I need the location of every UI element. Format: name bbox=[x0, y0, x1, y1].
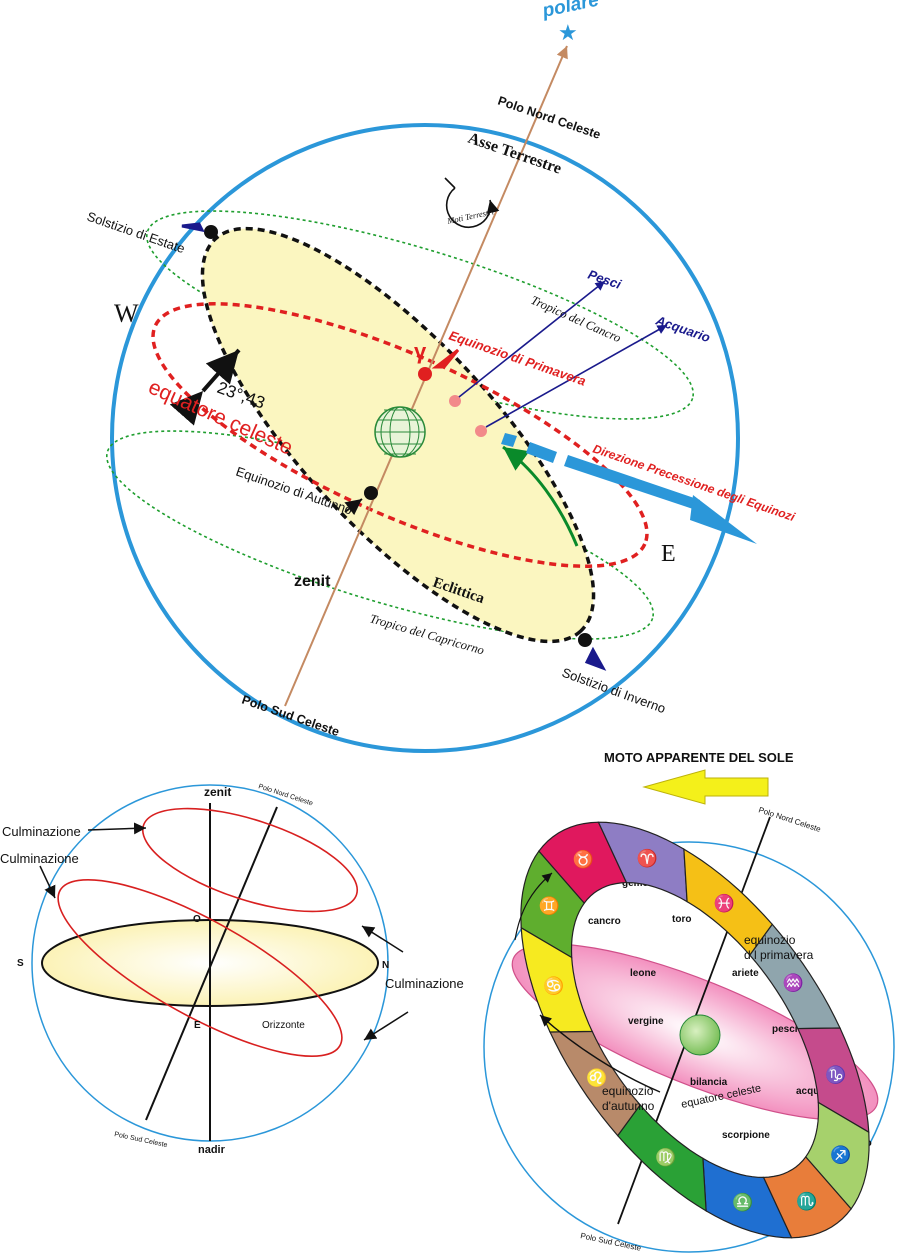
right-spring-equinox-label: equinozio d l primavera bbox=[744, 933, 814, 962]
zodiac-ring: ♊gemelli♉toro♈ariete♓pesci♒acquario♑capr… bbox=[520, 821, 872, 1239]
zodiac-symbol-sagittario-icon: ♐ bbox=[830, 1144, 851, 1164]
horizon-label: Orizzonte bbox=[262, 1020, 305, 1031]
zodiac-label-bilancia: bilancia bbox=[690, 1077, 728, 1088]
polar-axis-line bbox=[145, 806, 278, 1121]
culmination-label-3: Culminazione bbox=[385, 976, 464, 991]
polaris-label: polare bbox=[540, 0, 602, 22]
pesci-label: Pesci bbox=[586, 267, 623, 292]
zodiac-symbol-cancro-icon: ♋ bbox=[543, 976, 564, 996]
nadir-label: nadir bbox=[198, 1144, 226, 1156]
sun-motion-arrow-icon bbox=[642, 769, 769, 805]
rotation-arrow-left bbox=[539, 1014, 661, 1093]
polaris-star-icon: ★ bbox=[558, 20, 578, 45]
obliquity-angle-arrow bbox=[169, 348, 241, 426]
zodiac-label-pesci: pesci bbox=[772, 1024, 798, 1035]
solstice-winter-pointer-icon bbox=[584, 646, 607, 671]
rotation-arrow-icon bbox=[444, 177, 456, 189]
east-label: E bbox=[661, 541, 676, 567]
culmination-circle-lower bbox=[57, 878, 343, 1058]
precession-green-arrow bbox=[502, 445, 579, 547]
north-point-label: N bbox=[382, 960, 389, 971]
zenit-label: zenit bbox=[294, 573, 331, 590]
earth-motion-label: Moti Terrestri bbox=[445, 206, 495, 226]
pesci-direction-line bbox=[458, 280, 606, 398]
east-point-label: E bbox=[194, 1020, 201, 1031]
zodiac-symbol-pesci-icon: ♓ bbox=[714, 893, 735, 913]
tropic-of-capricorn-label: Tropico del Capricorno bbox=[368, 611, 486, 657]
right-spring-equinox-line1: equinozio bbox=[744, 933, 796, 947]
zodiac-sphere-outline bbox=[483, 841, 895, 1253]
left-zenit-label: zenit bbox=[204, 785, 231, 799]
spring-equinox-pointer-icon bbox=[431, 348, 460, 369]
zodiac-symbol-scorpione-icon: ♏ bbox=[796, 1191, 817, 1211]
south-celestial-pole-label: Polo Sud Celeste bbox=[240, 693, 341, 739]
earth-globe bbox=[374, 406, 426, 458]
culmination-label-1: Culminazione bbox=[2, 824, 81, 839]
rotation-arrow-icon bbox=[445, 187, 500, 229]
zodiac-symbol-bilancia-icon: ♎ bbox=[732, 1192, 753, 1212]
acquario-direction-line bbox=[485, 324, 668, 428]
main-sphere-outline bbox=[110, 123, 740, 753]
zodiac-symbol-toro-icon: ♉ bbox=[573, 849, 594, 869]
right-north-pole-label: Polo Nord Celeste bbox=[757, 805, 822, 834]
sun-apparent-motion-title: MOTO APPARENTE DEL SOLE bbox=[604, 750, 794, 765]
main-sphere-group: ★ bbox=[105, 20, 757, 753]
zodiac-segment-cancro bbox=[520, 926, 594, 1033]
culmination-arrow-3 bbox=[361, 925, 404, 953]
culmination-label-2: Culminazione bbox=[0, 851, 79, 866]
rotation-arrow-top bbox=[514, 872, 553, 941]
zodiac-label-scorpione: scorpione bbox=[722, 1130, 770, 1141]
zodiac-sphere-group: ♊gemelli♉toro♈ariete♓pesci♒acquario♑capr… bbox=[483, 816, 895, 1253]
spring-equinox-point bbox=[418, 367, 432, 381]
solstice-summer-pointer-icon bbox=[181, 222, 205, 233]
zodiac-label-ariete: ariete bbox=[732, 968, 759, 979]
right-autumn-equinox-label: equinozio d'autunno bbox=[602, 1084, 657, 1113]
autumn-equinox-pointer-icon bbox=[344, 498, 363, 516]
summer-solstice-label: Solstizio di Estate bbox=[85, 209, 187, 257]
zodiac-symbol-acquario-icon: ♒ bbox=[783, 972, 804, 992]
right-autumn-equinox-line2: d'autunno bbox=[602, 1099, 655, 1113]
zodiac-symbol-capricorno-icon: ♑ bbox=[825, 1064, 846, 1084]
zodiac-label-cancro: cancro bbox=[588, 916, 621, 927]
right-earth-globe bbox=[679, 1014, 721, 1056]
right-spring-equinox-line2: d l primavera bbox=[744, 948, 814, 962]
zodiac-symbol-vergine-icon: ♍ bbox=[655, 1147, 676, 1167]
culmination-circle-upper bbox=[141, 807, 359, 913]
zodiac-symbol-leone-icon: ♌ bbox=[586, 1068, 607, 1088]
north-celestial-pole-label: Polo Nord Celeste bbox=[496, 94, 602, 142]
summer-solstice-point bbox=[204, 225, 218, 239]
right-south-pole-label: Polo Sud Celeste bbox=[580, 1231, 643, 1253]
culmination-arrow-1 bbox=[87, 822, 147, 835]
west-label: W bbox=[114, 299, 139, 328]
culmination-arrow-2 bbox=[39, 865, 56, 899]
autumn-equinox-point bbox=[364, 486, 378, 500]
zodiac-label-toro: toro bbox=[672, 914, 691, 925]
zodiac-label-leone: leone bbox=[630, 968, 657, 979]
pesci-point bbox=[449, 395, 461, 407]
acquario-point bbox=[475, 425, 487, 437]
acquario-label: Acquario bbox=[653, 312, 712, 345]
west-point-label: O bbox=[193, 914, 201, 925]
precession-direction-arrow bbox=[501, 433, 757, 544]
left-north-pole-label: Polo Nord Celeste bbox=[257, 783, 313, 807]
zodiac-label-vergine: vergine bbox=[628, 1016, 664, 1027]
right-autumn-equinox-line1: equinozio bbox=[602, 1084, 654, 1098]
winter-solstice-label: Solstizio di Inverno bbox=[560, 665, 668, 716]
south-point-label: S bbox=[17, 958, 24, 969]
culmination-arrow-4 bbox=[363, 1011, 409, 1041]
horizon-sphere-group bbox=[31, 784, 409, 1142]
winter-solstice-point bbox=[578, 633, 592, 647]
zodiac-symbol-gemelli-icon: ♊ bbox=[539, 896, 560, 916]
tropic-of-cancer-label: Tropico del Cancro bbox=[529, 293, 623, 345]
zodiac-symbol-ariete-icon: ♈ bbox=[637, 848, 658, 868]
vernal-point-gamma-label: γ bbox=[414, 339, 427, 364]
